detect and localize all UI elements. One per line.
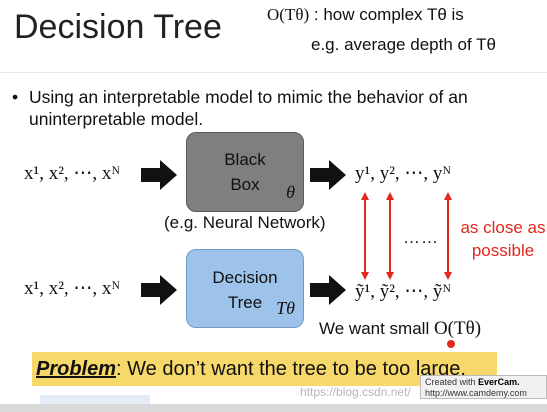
black-arrow-input-top-icon xyxy=(141,160,177,190)
want-math: O(Tθ) xyxy=(433,318,482,339)
input-sequence-top: x¹, x², ⋯, xᴺ xyxy=(24,163,121,184)
ellipsis-dots: …… xyxy=(403,228,439,247)
bullet-text: Using an interpretable model to mimic th… xyxy=(29,87,468,129)
watermark-prefix: Created with xyxy=(425,377,476,387)
black-arrow-output-top-icon xyxy=(310,160,346,190)
bullet-symbol: • xyxy=(12,87,19,107)
close-line-1: as close as xyxy=(460,218,546,237)
close-line-2: possible xyxy=(471,241,535,260)
input-sequence-bottom: x¹, x², ⋯, xᴺ xyxy=(24,278,121,299)
problem-label: Problem xyxy=(36,358,117,380)
black-arrow-input-bottom-icon xyxy=(141,275,177,305)
problem-highlight xyxy=(32,352,497,386)
problem-text: : We don’t want the tree to be too large… xyxy=(116,358,466,380)
decision-tree-label-2: Tree xyxy=(227,293,263,312)
complexity-text: : how complex Tθ is xyxy=(313,5,464,24)
bullet-point: • Using an interpretable model to mimic … xyxy=(12,86,532,130)
title-divider xyxy=(0,72,547,73)
black-box-label-2: Box xyxy=(230,175,260,194)
want-text: We want small xyxy=(319,319,430,338)
want-small-text: We want small O(Tθ) xyxy=(319,318,481,340)
complexity-example: e.g. average depth of Tθ xyxy=(311,35,496,54)
problem-statement: Problem: We don’t want the tree to be to… xyxy=(36,358,466,381)
complexity-note: O(Tθ) : how complex Tθ is xyxy=(267,5,464,25)
blog-watermark: https://blog.csdn.net/ xyxy=(300,385,411,399)
player-bottom-bar xyxy=(0,404,547,412)
black-box-theta: θ xyxy=(286,182,295,202)
black-box-example: (e.g. Neural Network) xyxy=(164,213,326,232)
black-box-label-1: Black xyxy=(224,150,266,169)
black-arrow-output-bottom-icon xyxy=(310,275,346,305)
evercam-watermark: Created with EverCam. http://www.camdemy… xyxy=(420,375,547,399)
slide-title: Decision Tree xyxy=(14,8,222,46)
as-close-as-possible: as close as possible xyxy=(458,216,547,262)
pointer-dot xyxy=(447,340,455,348)
output-sequence-bottom: ỹ¹, ỹ², ⋯, ỹᴺ xyxy=(355,281,452,302)
decision-tree-label-1: Decision xyxy=(212,268,278,287)
black-box-model: Black Box θ xyxy=(186,132,304,212)
output-sequence-top: y¹, y², ⋯, yᴺ xyxy=(355,163,452,184)
complexity-math: O(Tθ) xyxy=(267,5,310,24)
decision-tree-param: Tθ xyxy=(276,298,295,318)
watermark-url: http://www.camdemy.com xyxy=(425,388,527,398)
decision-tree-model: Decision Tree Tθ xyxy=(186,249,304,328)
watermark-brand: EverCam. xyxy=(478,377,520,387)
